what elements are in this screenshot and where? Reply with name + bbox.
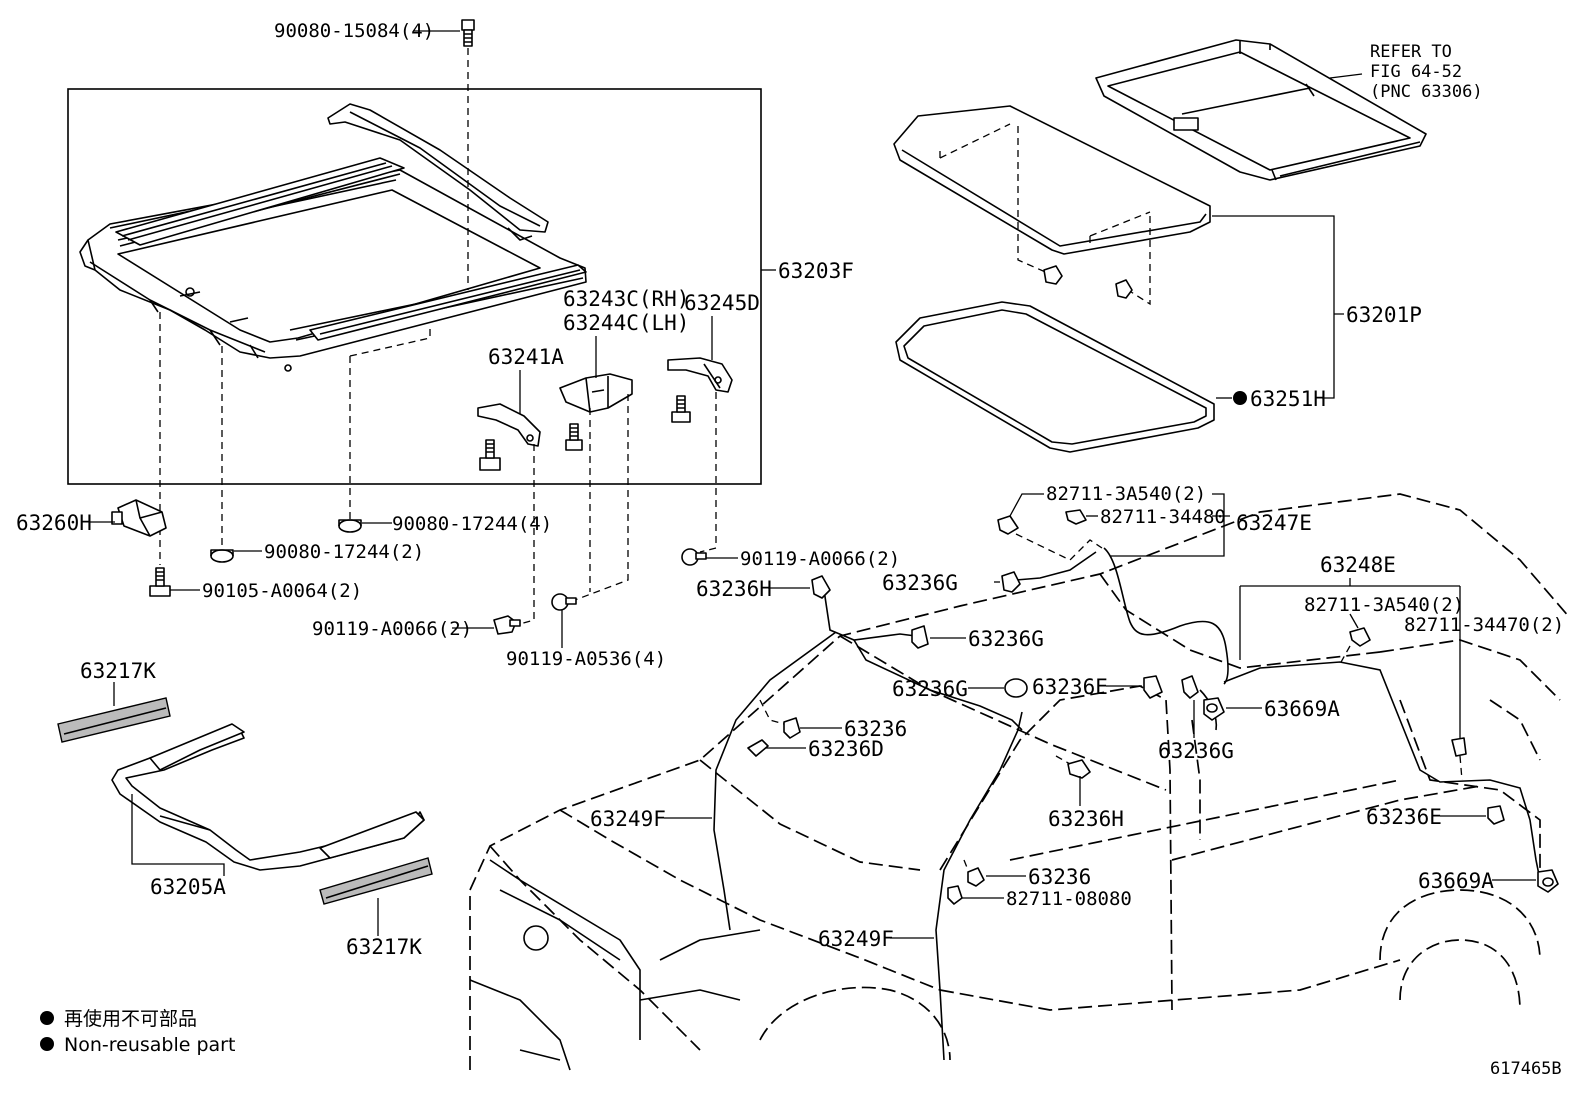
- clip-63236E-lower: [1487, 805, 1505, 825]
- glass-panel-63201P: [893, 105, 1211, 255]
- guide-rails: [115, 157, 587, 341]
- callout-90080-17244-2: 90080-17244(2): [264, 541, 424, 563]
- callout-63236E-mid: 63236E: [1032, 675, 1108, 699]
- clip-82711-34470: [1451, 737, 1467, 757]
- callout-63236G-upper: 63236G: [882, 571, 958, 595]
- callout-90080-15084: 90080-15084(4): [274, 20, 434, 42]
- callout-82711-34480: 82711-34480: [1100, 506, 1226, 528]
- bracket-63241A: [477, 403, 541, 447]
- clip-63236G-upper: [1001, 571, 1021, 593]
- figure-id: 617465B: [1490, 1059, 1562, 1079]
- housing-group-box: [67, 88, 762, 485]
- callout-63236-upper: 63236: [844, 717, 907, 741]
- bracket-63243C: [559, 373, 633, 413]
- callout-63669A-upper: 63669A: [1264, 697, 1340, 721]
- clip-63236E-mid: [1143, 675, 1163, 699]
- callout-63243C: 63243C(RH): [563, 287, 689, 311]
- nut-90080-17244-4: [338, 519, 362, 533]
- callout-63203F: 63203F: [778, 259, 854, 283]
- callout-90119-A0536: 90119-A0536(4): [506, 648, 666, 670]
- callout-63236-lower: 63236: [1028, 865, 1091, 889]
- legend-en: Non-reusable part: [64, 1034, 235, 1056]
- seal-63251H: [895, 301, 1215, 453]
- motor-63260H: [111, 499, 167, 537]
- clip-63236D: [747, 739, 769, 757]
- callout-82711-3A540-b: 82711-3A540(2): [1304, 594, 1464, 616]
- glass-screw-right: [1115, 279, 1133, 299]
- bolt-63245D: [671, 395, 691, 423]
- clip-63236H-upper: [811, 575, 831, 599]
- bolt-90105-A0064: [149, 567, 171, 597]
- bolt-90119-A0536: [551, 593, 577, 611]
- callout-refer-pnc: (PNC 63306): [1370, 82, 1483, 102]
- bracket-63245D: [667, 357, 733, 393]
- deflector-strip: [327, 103, 549, 241]
- bolt-90080-15084: [461, 19, 475, 47]
- clip-63236H-lower: [1067, 759, 1091, 779]
- grommet-63669A-upper: [1203, 697, 1225, 721]
- callout-63244C: 63244C(LH): [563, 311, 689, 335]
- bolt-90119-A0066-left: [493, 615, 521, 635]
- grommet-63236G: [1004, 678, 1028, 698]
- callout-refer-to: REFER TO: [1370, 42, 1452, 62]
- callout-90119-A0066-right: 90119-A0066(2): [740, 548, 900, 570]
- callout-63217K-bottom: 63217K: [346, 935, 422, 959]
- callout-63236G-mid: 63236G: [968, 627, 1044, 651]
- drain-hoses: [713, 547, 1541, 1061]
- callout-90080-17244-4: 90080-17244(4): [392, 513, 552, 535]
- clip-63236G-right: [1181, 675, 1199, 699]
- callout-82711-34470: 82711-34470(2): [1404, 614, 1564, 636]
- clip-63236-upper: [783, 717, 801, 739]
- clip-82711-3A540-a: [997, 515, 1019, 535]
- callout-63249F-rear: 63249F: [818, 927, 894, 951]
- callout-90105-A0064: 90105-A0064(2): [202, 580, 362, 602]
- nut-90080-17244-2: [210, 549, 234, 563]
- callout-63247E: 63247E: [1236, 511, 1312, 535]
- bolt-63241A: [479, 439, 501, 471]
- legend-bullet-1: [40, 1011, 54, 1025]
- clip-82711-3A540-b: [1349, 627, 1371, 647]
- callout-63236D: 63236D: [808, 737, 884, 761]
- callout-63201P: 63201P: [1346, 303, 1422, 327]
- clip-63236G-mid: [911, 625, 929, 649]
- deflector-strip-63217K-bottom: [319, 857, 433, 905]
- legend-bullet-2: [40, 1037, 54, 1051]
- vehicle-front: [469, 859, 761, 1071]
- callout-63205A: 63205A: [150, 875, 226, 899]
- glass-screw-left: [1043, 265, 1063, 285]
- callout-63217K-top: 63217K: [80, 659, 156, 683]
- bolt-90119-A0066-right: [681, 548, 707, 566]
- callout-63236G-grommet: 63236G: [892, 677, 968, 701]
- non-reusable-mark-63251H: [1233, 391, 1247, 405]
- callout-63241A: 63241A: [488, 345, 564, 369]
- deflector-frame-63205A: [111, 723, 425, 871]
- legend-jp: 再使用不可部品: [64, 1008, 197, 1030]
- deflector-strip-63217K-top: [57, 697, 171, 743]
- grommet-63669A-lower: [1537, 869, 1559, 893]
- callout-63260H: 63260H: [16, 511, 92, 535]
- callout-82711-3A540-a: 82711-3A540(2): [1046, 483, 1206, 505]
- vehicle-outline: [469, 493, 1571, 1070]
- callout-63245D: 63245D: [684, 291, 760, 315]
- callout-63236G-right: 63236G: [1158, 739, 1234, 763]
- callout-63251H: 63251H: [1250, 387, 1326, 411]
- callout-63248E: 63248E: [1320, 553, 1396, 577]
- callout-63236H-upper: 63236H: [696, 577, 772, 601]
- sunshade-panel: [1095, 39, 1427, 181]
- callout-63669A-lower: 63669A: [1418, 869, 1494, 893]
- callout-63236E-lower: 63236E: [1366, 805, 1442, 829]
- callout-90119-A0066-left: 90119-A0066(2): [312, 618, 472, 640]
- clip-82711-34480: [1065, 509, 1087, 525]
- callout-63249F-front: 63249F: [590, 807, 666, 831]
- callout-82711-08080: 82711-08080: [1006, 888, 1132, 910]
- clip-82711-08080: [947, 885, 963, 905]
- callout-refer-fig: FIG 64-52: [1370, 62, 1462, 82]
- bolt-bracket: [565, 423, 583, 451]
- callout-63236H-lower: 63236H: [1048, 807, 1124, 831]
- clip-63236-lower: [967, 867, 985, 887]
